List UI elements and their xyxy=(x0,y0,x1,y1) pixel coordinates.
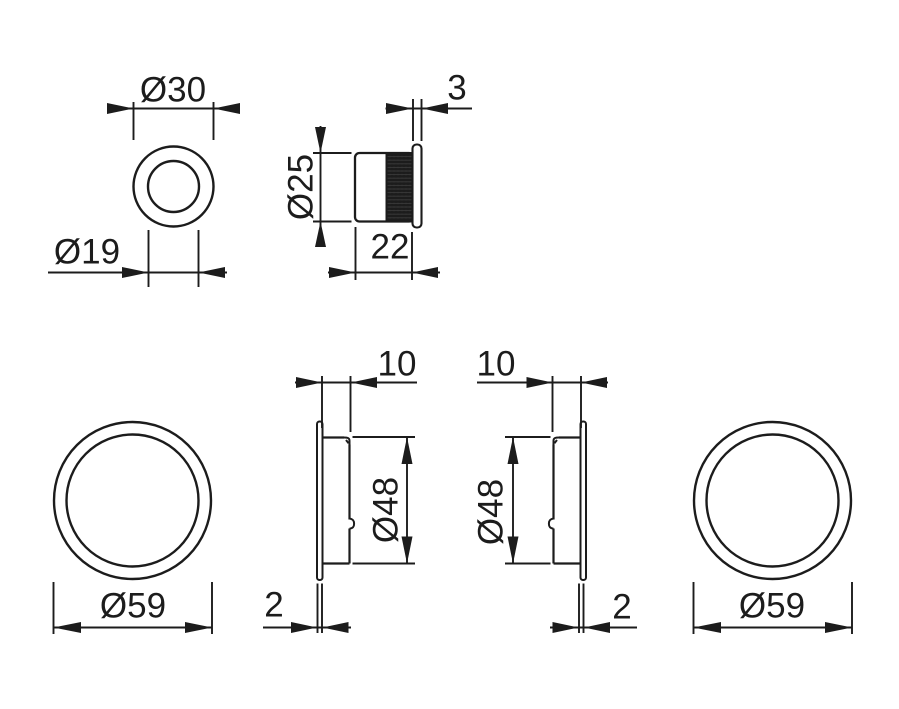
dim-label-knob-flange: 3 xyxy=(447,68,467,108)
dim-arrow-left xyxy=(296,377,322,388)
pull-side-view-right xyxy=(547,420,587,581)
dim-arrow-left xyxy=(107,103,134,114)
pull-front-view-right xyxy=(692,420,853,581)
dim-arrow-bottom xyxy=(315,221,326,247)
dim-extension-lines xyxy=(412,99,423,141)
pull-cup-clip-top xyxy=(343,436,351,445)
dim-label-pull-depth-right: 10 xyxy=(476,344,516,384)
pull-outer-circle xyxy=(692,420,853,581)
dim-pull-cup-diameter-right xyxy=(505,436,551,565)
dim-label-pull-outer-right: Ø59 xyxy=(738,586,806,626)
dim-extension-lines xyxy=(316,583,323,633)
dim-knob-hole-diameter xyxy=(48,230,227,287)
dim-arrow-right xyxy=(584,622,610,633)
dim-arrow-right xyxy=(198,267,225,278)
pull-cup-clip-mid xyxy=(349,517,356,530)
pull-front-view-left xyxy=(52,420,213,581)
dim-label-pull-flange-left: 2 xyxy=(264,585,284,625)
dim-extension-lines xyxy=(352,436,415,565)
dim-arrow-left xyxy=(693,622,721,633)
dim-label-knob-hole: Ø19 xyxy=(53,232,121,272)
dim-arrow-bottom xyxy=(401,536,413,564)
dim-pull-outer-diameter-left xyxy=(52,582,213,634)
pull-outer-circle xyxy=(52,420,213,581)
dim-arrow-right xyxy=(185,622,212,633)
knob-front-view xyxy=(132,145,215,228)
dim-extension-lines xyxy=(147,230,200,287)
dim-extension-lines xyxy=(578,583,585,633)
dim-extension-lines xyxy=(321,376,352,432)
dim-extension-lines xyxy=(313,152,352,223)
dim-extension-lines xyxy=(692,582,853,634)
knob-knurl-section xyxy=(385,152,415,223)
knob-hole-circle xyxy=(146,159,201,214)
dim-arrow-right xyxy=(825,622,852,633)
dim-label-pull-outer-left: Ø59 xyxy=(99,586,167,626)
dim-knob-body-diameter xyxy=(313,126,352,247)
dim-arrow-right xyxy=(581,377,607,388)
dim-arrow-top xyxy=(401,437,413,464)
pull-inner-circle xyxy=(65,433,200,568)
dim-pull-depth-right xyxy=(477,376,608,432)
pull-side-view-left xyxy=(316,420,356,581)
dim-knob-outer-diameter xyxy=(107,102,240,140)
dim-label-pull-cup-left: Ø48 xyxy=(366,476,406,544)
dim-arrow-left xyxy=(291,622,317,633)
knob-outer-circle xyxy=(132,145,215,228)
dim-pull-flange-thickness-left xyxy=(263,583,351,633)
pull-cup-clip-mid xyxy=(547,517,554,530)
dim-label-pull-flange-right: 2 xyxy=(612,587,632,627)
dim-label-knob-depth: 22 xyxy=(370,227,410,267)
pull-flange-outline xyxy=(316,420,324,581)
pull-flange-outline xyxy=(579,420,587,581)
dim-arrow-right xyxy=(322,622,349,633)
dim-knob-depth xyxy=(328,227,440,280)
dim-label-pull-cup-right: Ø48 xyxy=(471,478,511,546)
dim-arrow-bottom xyxy=(507,536,519,564)
dim-arrow-left xyxy=(526,377,553,388)
dim-knob-flange-thickness xyxy=(385,99,472,141)
dim-pull-depth-left xyxy=(295,376,417,432)
dim-pull-flange-thickness-right xyxy=(550,583,637,633)
dim-extension-lines xyxy=(52,582,213,634)
dim-arrow-right xyxy=(351,377,377,388)
dim-arrow-left xyxy=(386,103,413,114)
pull-cup-clip-top xyxy=(552,436,560,445)
dim-arrow-right xyxy=(412,267,438,278)
dim-arrow-left xyxy=(53,622,81,633)
dim-arrow-top xyxy=(315,127,326,153)
dim-arrow-right xyxy=(422,103,448,114)
knob-flange-outline xyxy=(411,143,423,229)
dim-pull-outer-diameter-right xyxy=(692,582,853,634)
dim-arrow-left xyxy=(122,267,149,278)
dim-arrow-right xyxy=(213,103,240,114)
dim-arrow-left xyxy=(329,267,356,278)
dim-label-knob-body: Ø25 xyxy=(281,153,321,221)
dim-label-knob-outer: Ø30 xyxy=(139,70,207,110)
dim-extension-lines xyxy=(551,376,582,432)
dim-arrow-top xyxy=(507,437,519,464)
dim-label-pull-depth-left: 10 xyxy=(377,344,417,384)
knob-side-view xyxy=(353,143,423,229)
pull-inner-circle xyxy=(705,433,840,568)
dim-arrow-left xyxy=(552,622,579,633)
dim-pull-cup-diameter-left xyxy=(352,436,415,565)
